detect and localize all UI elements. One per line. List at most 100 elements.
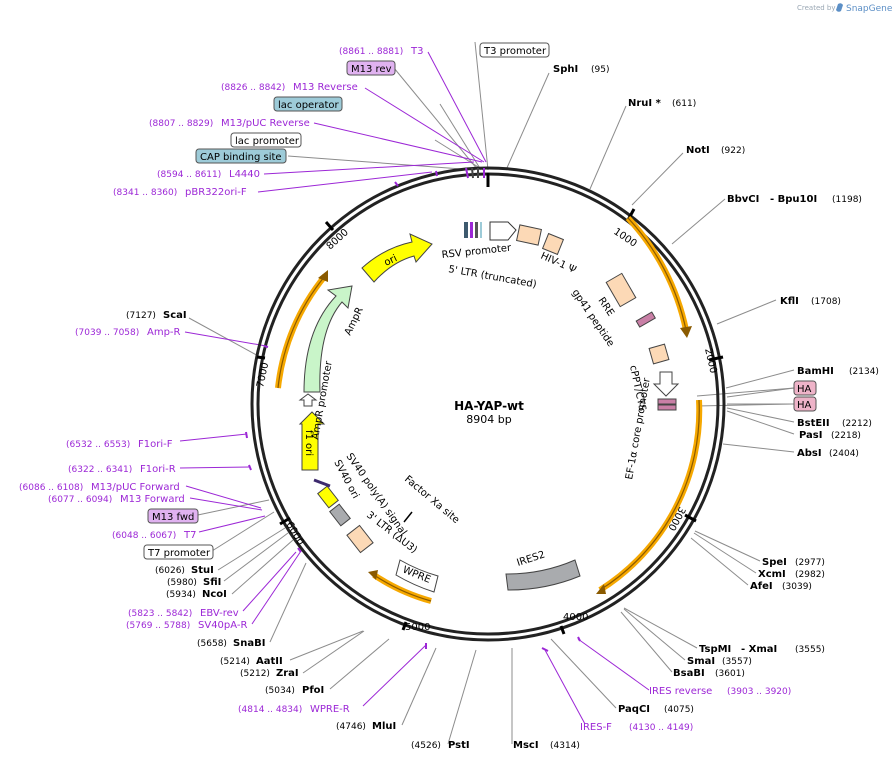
primer-ires-f-pos: (4130 .. 4149) [629,723,693,733]
factorxa-tick [403,511,413,523]
primer-labels: (8861 .. 8881) T3 (8826 .. 8842) M13 Rev… [19,46,791,733]
enzyme-bsabi-pos: (3601) [715,669,745,679]
enzyme-ncoi-name: NcoI [202,589,227,600]
enzyme-bbvci-pos: (1198) [832,195,862,205]
enzyme-scai-name: ScaI [163,310,187,321]
primer-f1ori-f-name: F1ori-F [138,439,173,450]
plasmid-name: HA-YAP-wt [454,399,524,413]
enzyme-xmai-name: - XmaI [741,644,777,655]
enzyme-absi-pos: (2404) [829,449,859,459]
feature-ha2-box [657,404,677,411]
feature-ori-arrow [361,233,433,283]
snapgene-logo-icon [836,3,843,12]
tick-labels: 1000 2000 3000 4000 5000 6000 7000 8000 [255,226,718,633]
primer-m13puc-fwd-pos: (6086 .. 6108) [19,483,83,493]
feature-sv40pa-box [329,503,351,527]
feature-gp41-box [635,311,656,328]
primer-m13rev-pos: (8826 .. 8842) [221,83,285,93]
enzyme-bpu10i-name: - Bpu10I [770,194,817,205]
enzyme-stui-name: StuI [191,565,214,576]
t3-promoter-label: T3 promoter [483,46,547,57]
enzyme-bamhi-pos: (2134) [849,367,879,377]
enzyme-msci-pos: (4314) [550,741,580,751]
enzyme-aatii-name: AatII [256,656,283,667]
feature-ires2-box [505,559,581,591]
primer-t7-name: T7 [183,530,196,541]
tick-5000: 5000 [405,622,430,633]
primer-ires-f-name: IRES-F [580,722,612,733]
enzyme-pasi-name: PasI [799,430,822,441]
primer-wpre-r-name: WPRE-R [310,704,350,715]
primer-f1ori-r-pos: (6322 .. 6341) [68,465,132,475]
enzyme-snabi-pos: (5658) [197,639,227,649]
ori-label: ori [382,253,399,269]
hiv-psi-label: HIV-1 Ψ [539,251,578,276]
feature-rsv-promoter [464,221,517,241]
primer-pbr322-name: pBR322ori-F [185,187,247,198]
enzyme-noti-pos: (922) [721,146,745,156]
enzyme-pfoi-name: PfoI [302,685,324,696]
enzyme-paqci-pos: (4075) [664,705,694,715]
cap-site-label: CAP binding site [200,152,282,163]
ampr-label: AmpR [343,306,366,338]
enzyme-spei-name: SpeI [762,557,787,568]
enzyme-smai-name: SmaI [687,656,715,667]
rsv-promoter-label: RSV promoter [441,243,512,261]
enzyme-stui-pos: (6026) [155,566,185,576]
m13-fwd-label: M13 fwd [152,512,194,523]
lac-operator-label: lac operator [278,100,339,111]
tick-marks [256,173,724,635]
feature-ef1a-arrow [652,371,680,397]
boxed-labels: T3 promoter M13 rev lac operator lac pro… [143,42,817,560]
enzyme-sfii-name: SfiI [203,577,221,588]
enzyme-aatii-pos: (5214) [220,657,250,667]
f1ori-label: f1 ori [303,430,314,456]
enzyme-sfii-pos: (5980) [167,578,197,588]
primer-ebv-rev-pos: (5823 .. 5842) [128,609,192,619]
ltr5-label: 5' LTR (truncated) [447,264,537,290]
plasmid-length: 8904 bp [466,413,511,426]
feature-ha1-box [657,398,677,405]
enzyme-spei-pos: (2977) [795,558,825,568]
enzyme-psti-pos: (4526) [411,741,441,751]
rre-label: RRE [596,296,616,319]
feature-wpre-box [395,559,439,593]
enzyme-bsabi-name: BsaBI [673,668,705,679]
ha2-label: HA [797,400,812,411]
leader-lines [179,41,795,745]
primer-m13puc-rev-name: M13/pUC Reverse [221,118,310,129]
primer-t3-pos: (8861 .. 8881) [339,47,403,57]
enzyme-xcmi-pos: (2982) [795,570,825,580]
primer-t3-name: T3 [410,46,423,57]
primer-wpre-r-pos: (4814 .. 4834) [238,705,302,715]
tick-2000: 2000 [702,347,718,374]
enzyme-kfli-pos: (1708) [811,297,841,307]
ha1-label: HA [797,384,812,395]
enzyme-tspmi-name: TspMI [699,644,731,655]
enzyme-snabi-name: SnaBI [233,638,265,649]
orf-arcs [275,215,703,604]
enzyme-sphi-pos: (95) [591,65,609,75]
enzyme-scai-pos: (7127) [126,311,156,321]
feature-sv40ori-box [317,485,339,509]
enzyme-sphi-name: SphI [553,64,578,75]
enzyme-zrai-name: ZraI [276,668,299,679]
enzyme-bsteii-name: BstEII [797,418,830,429]
enzyme-tspmi-pos: (3555) [795,645,825,655]
created-by-text: Created by [797,4,836,12]
primer-m13fwd-name: M13 Forward [120,494,185,505]
ires2-label: IRES2 [516,549,547,568]
lac-promoter-label: lac promoter [235,136,300,147]
primer-ires-rev-name: IRES reverse [649,686,712,697]
enzyme-bamhi-name: BamHI [797,366,834,377]
feature-ampr-promoter-arrow [298,393,318,407]
enzyme-afei-pos: (3039) [782,582,812,592]
enzyme-pfoi-pos: (5034) [265,686,295,696]
primer-ampr-name: Amp-R [147,327,181,338]
primer-l4440-pos: (8594 .. 8611) [157,170,221,180]
primer-pbr322-pos: (8341 .. 8360) [113,188,177,198]
primer-sv40pa-r-pos: (5769 .. 5788) [126,621,190,631]
site-marks [245,167,581,652]
primer-ires-rev-pos: (3903 .. 3920) [727,687,791,697]
